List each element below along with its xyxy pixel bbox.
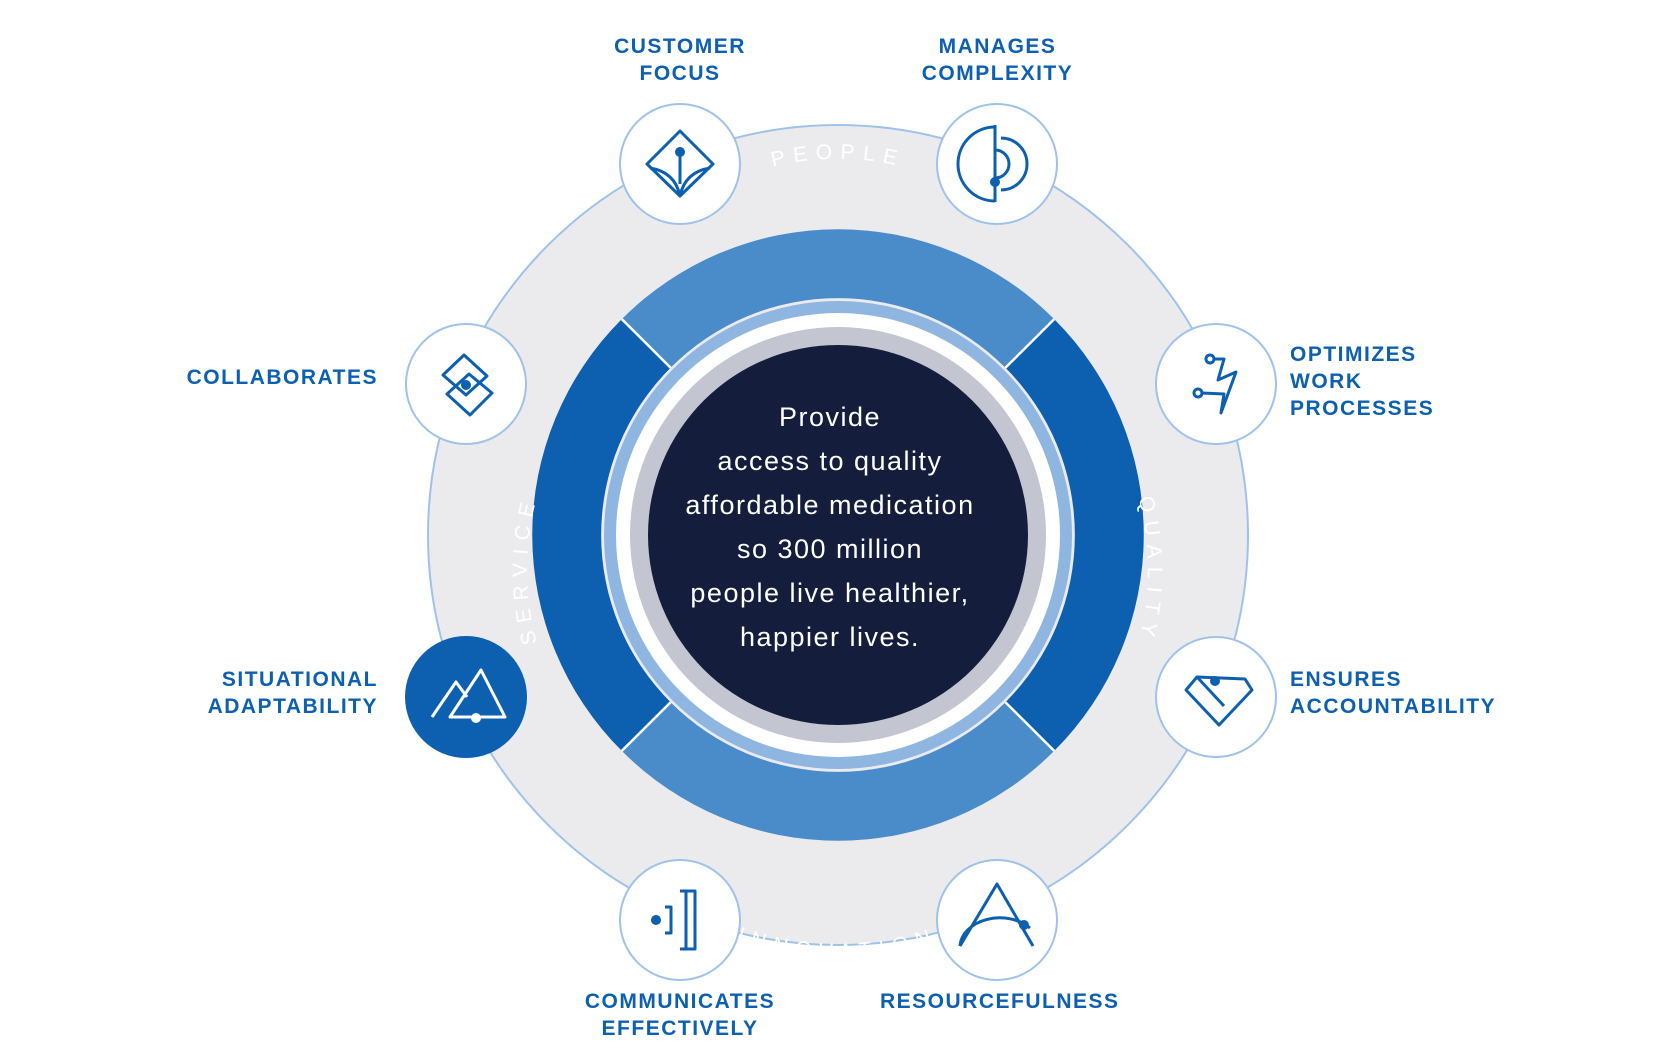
segment-dividers [620,318,1056,752]
tag-heart-icon [1184,675,1254,727]
badge-situational-adaptability [405,636,527,758]
label-customer-focus: CUSTOMER FOCUS [614,35,746,85]
diamond-person-icon [645,129,715,198]
badge-communicates-effectively [619,859,741,981]
badge-manages-complexity [936,103,1058,225]
segment-people [621,229,1055,368]
label-situational-adaptability: SITUATIONAL ADAPTABILITY [207,668,378,718]
label-manages-complexity: MANAGES COMPLEXITY [921,35,1074,85]
segment-innovation [621,702,1055,841]
linked-diamonds-icon [441,353,494,417]
half-circle-icon [956,125,1029,203]
badge-ensures-accountability [1155,636,1277,758]
label-collaborates: COLLABORATES [186,366,378,389]
label-resourcefulness: RESOURCEFULNESS [880,990,1120,1013]
segment-service [532,319,671,751]
mission-statement: Provide access to quality affordable med… [685,402,975,652]
label-communicates-effectively: COMMUNICATES EFFECTIVELY [584,990,776,1040]
mission-core [648,345,1028,725]
lightning-circuit-icon [1192,353,1238,415]
label-ensures-accountability: ENSURES ACCOUNTABILITY [1290,668,1497,718]
badge-collaborates [405,323,527,445]
badge-resourcefulness [936,859,1058,981]
mountains-icon [430,668,507,723]
speaker-bracket-icon [651,889,697,951]
triangle-arc-icon [958,882,1035,947]
segment-quality [1005,319,1144,751]
label-optimizes-work-processes: OPTIMIZES WORK PROCESSES [1290,343,1435,420]
badge-optimizes-work-processes [1155,323,1277,445]
badge-customer-focus [619,103,741,225]
